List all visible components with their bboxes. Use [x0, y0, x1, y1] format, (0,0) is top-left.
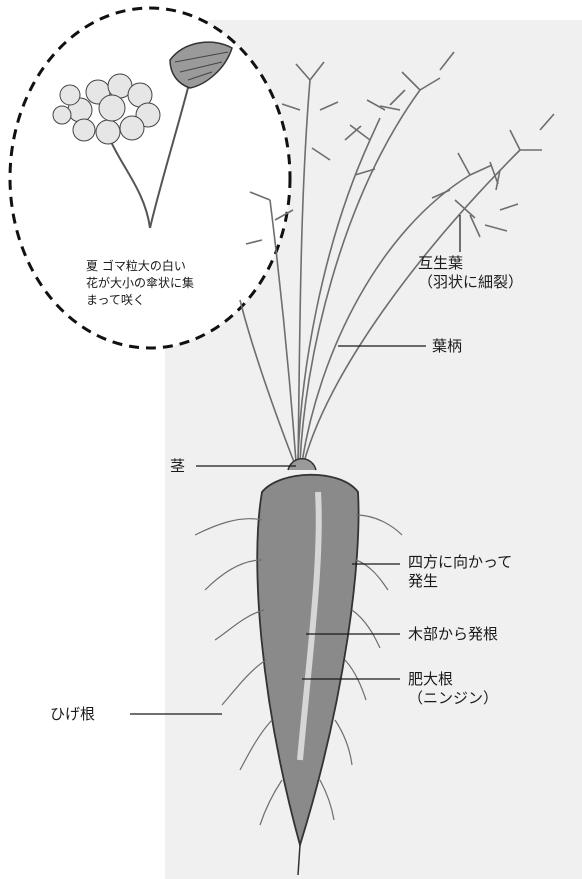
label-petiole: 葉柄 [432, 337, 462, 356]
label-four-directions-line-1: 四方に向かって [408, 553, 512, 572]
label-xylem-rooting: 木部から発根 [408, 625, 498, 644]
flower-note: 夏 ゴマ粒大の白い 花が大小の傘状に集 まって咲く [86, 258, 194, 309]
label-four-directions-line-2: 発生 [408, 572, 512, 591]
flower-note-line-3: まって咲く [86, 292, 194, 309]
label-taproot-line-1: 肥大根 [408, 670, 498, 689]
label-fibrous-root: ひげ根 [50, 705, 95, 724]
flower-note-line-1: 夏 ゴマ粒大の白い [86, 258, 194, 275]
label-stem: 茎 [170, 457, 185, 476]
flower-note-line-2: 花が大小の傘状に集 [86, 275, 194, 292]
label-taproot-line-2: （ニンジン） [408, 689, 498, 708]
label-alternate-leaf-line-1: 互生葉 [418, 254, 523, 273]
label-four-directions: 四方に向かって 発生 [408, 553, 512, 591]
label-alternate-leaf-line-2: （羽状に細裂） [418, 273, 523, 292]
label-taproot: 肥大根 （ニンジン） [408, 670, 498, 708]
label-alternate-leaf: 互生葉 （羽状に細裂） [418, 254, 523, 292]
